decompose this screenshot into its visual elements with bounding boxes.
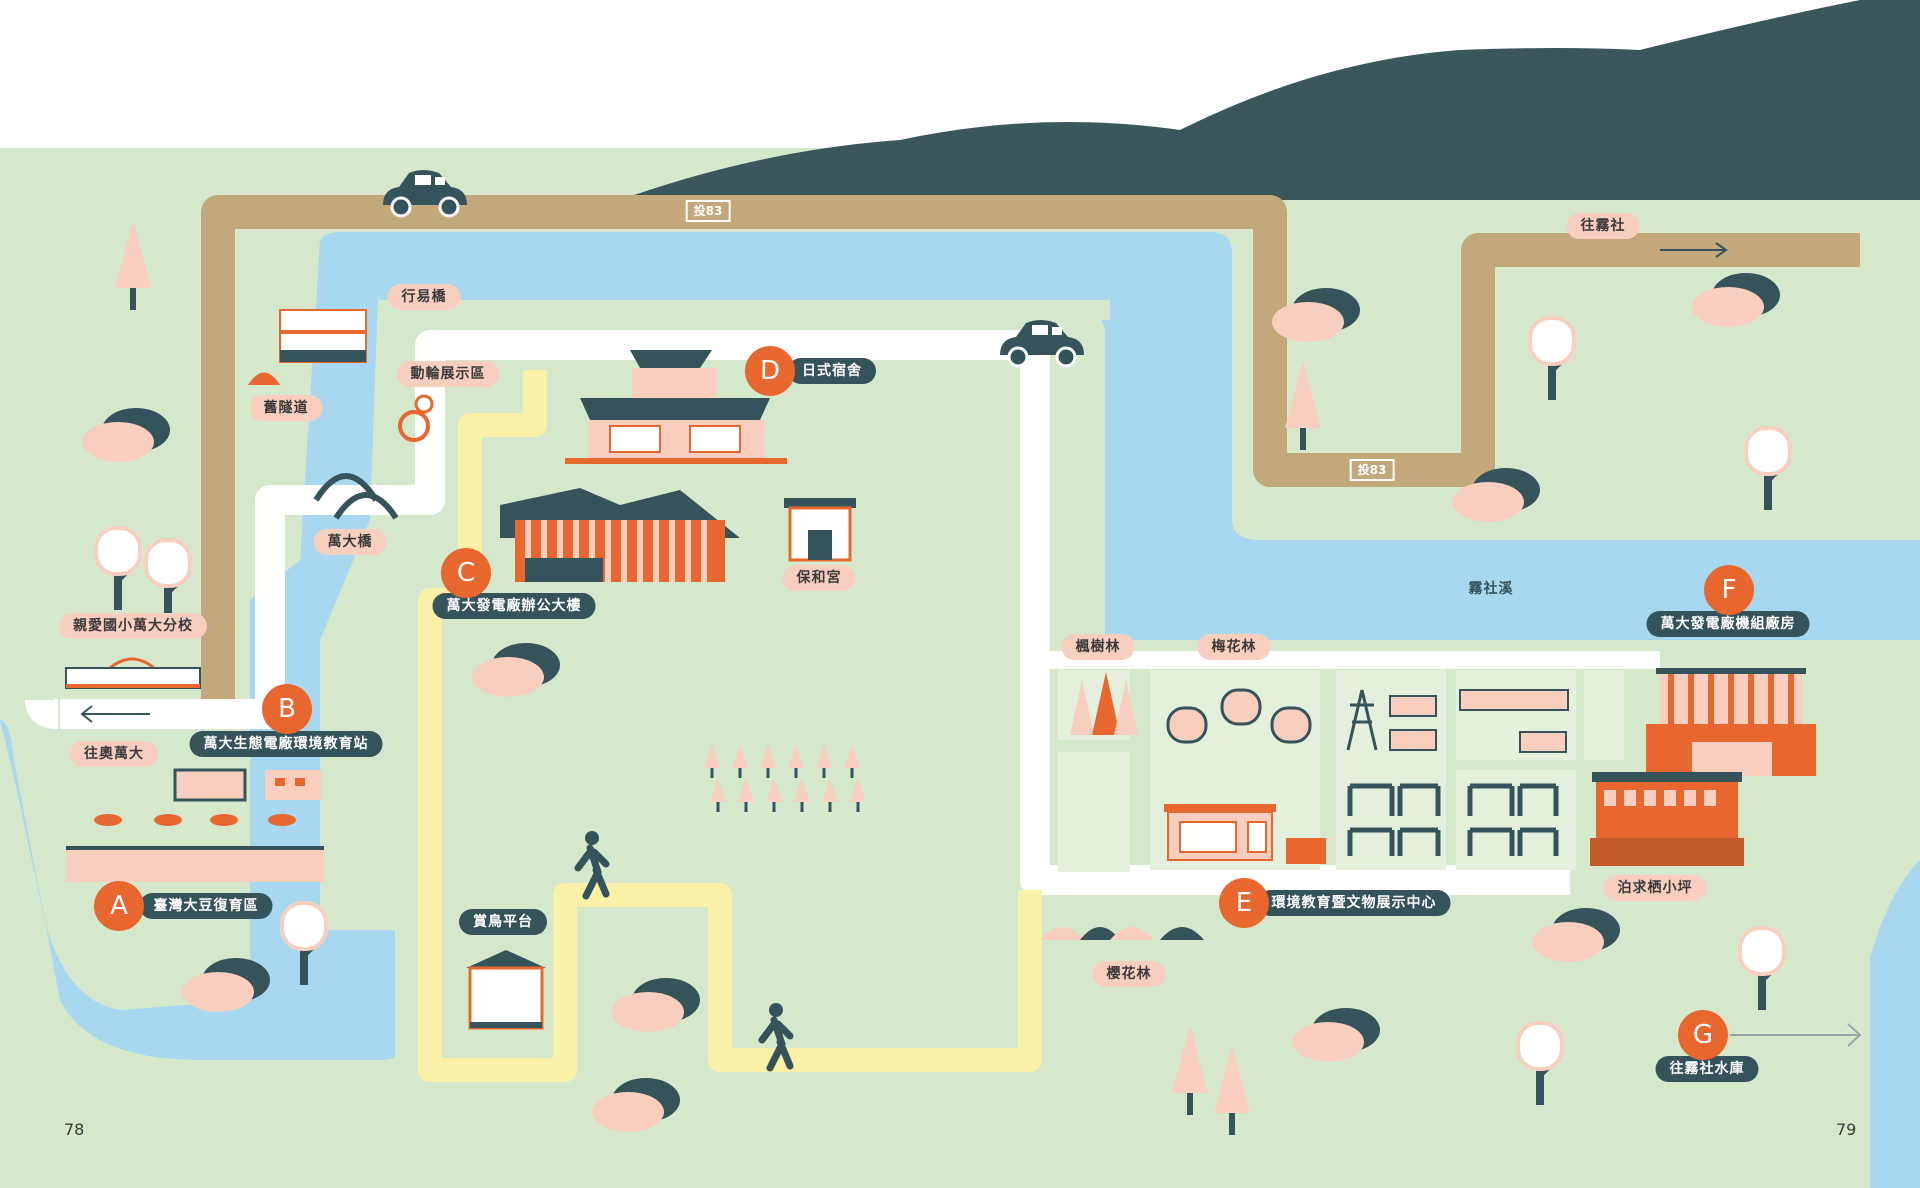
soybean-line [66,846,324,850]
page-number-right: 79 [1836,1120,1857,1139]
tower-icon [1346,689,1378,751]
old-tunnel-label[interactable]: 舊隧道 [249,395,323,421]
building-icon [1164,804,1326,864]
site-f-label[interactable]: 萬大發電廠機組廠房 [1646,611,1810,637]
building-icon [500,488,740,582]
pond-label[interactable]: 泊求栖小坪 [1603,875,1707,901]
building-icon [565,350,787,464]
to-aowanda-label[interactable]: 往奧萬大 [70,741,158,767]
site-g-marker[interactable]: G [1678,1010,1728,1060]
site-g-label[interactable]: 往霧社水庫 [1655,1056,1759,1082]
xingyi-bridge-label[interactable]: 行易橋 [387,284,461,310]
site-d-marker[interactable]: D [745,346,795,396]
temple-icon [784,498,856,562]
soybean-field [66,850,324,882]
river-label: 霧社溪 [1468,581,1514,597]
site-f-marker[interactable]: F [1704,565,1754,615]
site-b-label[interactable]: 萬大生態電廠環境教育站 [189,731,383,757]
site-d-label[interactable]: 日式宿舍 [788,358,876,384]
site-e-marker[interactable]: E [1219,878,1269,928]
site-e-label[interactable]: 環境教育暨文物展示中心 [1257,890,1451,916]
arrow-icon [1730,1023,1862,1047]
maple-trees [1070,672,1138,735]
site-a-marker[interactable]: A [94,881,144,931]
pavilion-icon [466,950,546,1030]
main-road [201,195,1860,720]
road-tag: 投83 [1349,459,1395,481]
sprout-icon [94,814,296,826]
west-end-path [25,697,59,729]
building-icon [173,768,321,802]
page-number-left: 78 [64,1120,85,1139]
road-tag: 投83 [685,200,731,222]
wheel-exhibit-label[interactable]: 動輪展示區 [396,361,500,387]
wanda-bridge-label[interactable]: 萬大橋 [313,529,387,555]
site-a-label[interactable]: 臺灣大豆復育區 [139,893,273,919]
site-c-marker[interactable]: C [441,548,491,598]
frame-structures [1347,783,1559,856]
plum-grove-label[interactable]: 梅花林 [1197,634,1271,660]
gear-icon [398,394,434,442]
cherry-grove-label[interactable]: 櫻花林 [1092,961,1166,987]
white-path [60,330,1570,895]
building-icon [1590,772,1744,866]
site-c-label[interactable]: 萬大發電廠辦公大樓 [432,593,596,619]
building-icon [65,657,201,689]
arrow-icon [1660,242,1728,258]
bird-platform-label[interactable]: 賞鳥平台 [459,909,547,935]
building-icon [1389,689,1569,753]
baohe-temple-label[interactable]: 保和宮 [782,565,856,591]
cherry-trees [1040,927,1204,940]
plum-trees [1166,688,1312,744]
building-icon [248,309,367,385]
school-label[interactable]: 親愛國小萬大分校 [59,613,207,639]
site-b-marker[interactable]: B [262,684,312,734]
arrow-icon [80,705,150,723]
building-icon [1646,668,1816,776]
river-top [320,232,1920,900]
mountain [620,0,1920,200]
bridge-icon [313,473,399,520]
maple-grove-label[interactable]: 楓樹林 [1061,634,1135,660]
to-wushe-label[interactable]: 往霧社 [1566,213,1640,239]
